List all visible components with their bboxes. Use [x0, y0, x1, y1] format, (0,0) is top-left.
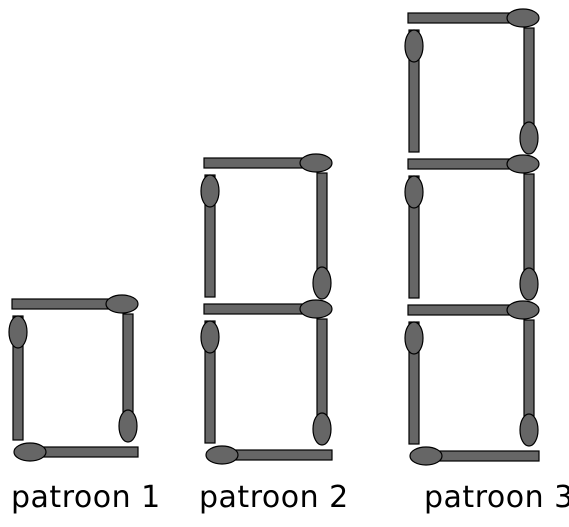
matchstick-left-1	[201, 321, 219, 443]
pattern-3-matchsticks	[405, 9, 539, 465]
matchstick-right-2	[520, 174, 538, 300]
matchstick-top-1	[408, 301, 539, 319]
matchstick-top-3	[408, 9, 539, 27]
matchstick-left-2	[201, 175, 219, 297]
matchstick-right-3	[520, 28, 538, 154]
matchstick-left-2	[405, 176, 423, 298]
pattern-2-matchsticks	[201, 154, 332, 464]
matchstick-left-1	[9, 316, 27, 440]
matchstick-top-2	[204, 154, 332, 172]
matchstick-left-3	[405, 30, 423, 152]
pattern-1-label: patroon 1	[11, 478, 161, 518]
pattern-2-label: patroon 2	[199, 478, 349, 518]
matchstick-top-2	[408, 155, 539, 173]
matchstick-right-1	[119, 314, 137, 442]
matchstick-top-1	[12, 295, 138, 313]
pattern-3-label: patroon 3	[424, 478, 569, 518]
matchstick-left-1	[405, 322, 423, 444]
matchstick-bottom	[206, 446, 332, 464]
pattern-1-matchsticks	[9, 295, 138, 461]
matchstick-right-1	[520, 320, 538, 446]
matchstick-bottom	[410, 447, 539, 465]
matchstick-right-1	[313, 319, 331, 445]
matchstick-top-1	[204, 300, 332, 318]
matchstick-bottom	[14, 443, 138, 461]
matchstick-right-2	[313, 173, 331, 299]
